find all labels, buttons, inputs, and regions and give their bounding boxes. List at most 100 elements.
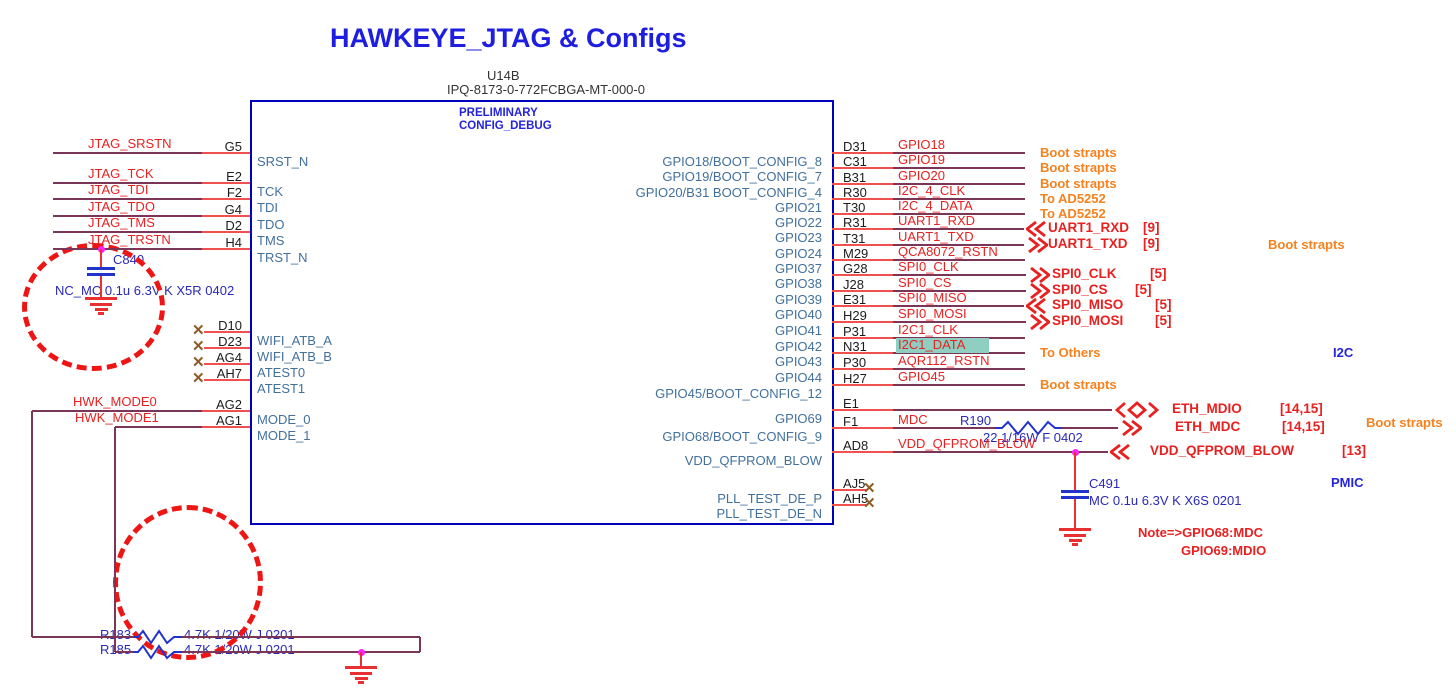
offpage-page-ref: [5] <box>1150 266 1167 281</box>
net-label: I2C_4_DATA <box>898 198 973 213</box>
capacitor-symbol <box>87 267 115 270</box>
net-label: VDD_QFPROM_BLOW <box>898 436 1036 451</box>
net-label: I2C_4_CLK <box>898 183 966 198</box>
wire <box>893 167 1025 169</box>
ground-symbol <box>85 297 117 300</box>
offpage-connector-out <box>1026 235 1050 255</box>
wire <box>893 274 1026 276</box>
pin-stub <box>832 167 893 169</box>
wire <box>893 384 1025 386</box>
review-circle-jtag <box>22 243 165 371</box>
pin-stub <box>832 384 893 386</box>
pin-stub <box>832 213 893 215</box>
wire <box>893 213 1025 215</box>
pin-stub <box>202 248 250 250</box>
pin-stub <box>832 368 893 370</box>
net-label: JTAG_TDO <box>88 199 155 214</box>
pin-number: D31 <box>843 139 867 154</box>
pin-label: GPIO38 <box>775 276 822 291</box>
net-label: SPI0_MOSI <box>898 306 967 321</box>
net-label: QCA8072_RSTN <box>898 244 998 259</box>
pin-stub <box>202 231 250 233</box>
pin-label: TRST_N <box>257 250 308 265</box>
wire <box>31 411 33 637</box>
offpage-page-ref: [5] <box>1155 297 1172 312</box>
wire <box>893 152 1025 154</box>
pin-label: TDO <box>257 217 285 232</box>
wire <box>53 231 202 233</box>
pin-stub <box>202 152 250 154</box>
no-connect-x: ✕ <box>192 370 205 387</box>
offpage-connector-in <box>1024 296 1048 316</box>
chip-stamp-config-debug: CONFIG_DEBUG <box>459 120 552 132</box>
offpage-net-name: UART1_RXD <box>1048 220 1130 235</box>
wire <box>893 290 1026 292</box>
offpage-net-name: SPI0_CLK <box>1052 266 1117 281</box>
pin-number: AG1 <box>215 413 242 428</box>
net-label: MDC <box>898 412 928 427</box>
pin-label: GPIO23 <box>775 230 822 245</box>
pin-number: AD8 <box>843 438 869 453</box>
pin-number: AH7 <box>216 366 242 381</box>
pin-stub <box>832 274 893 276</box>
net-label: SPI0_CLK <box>898 259 959 274</box>
pin-label: GPIO21 <box>775 200 822 215</box>
offpage-net-name: SPI0_CS <box>1052 282 1108 297</box>
pin-label: GPIO43 <box>775 354 822 369</box>
pin-number: C31 <box>843 154 867 169</box>
pin-label: GPIO44 <box>775 370 822 385</box>
pin-stub <box>832 504 866 506</box>
capacitor-symbol <box>1061 490 1089 493</box>
pin-label: VDD_QFPROM_BLOW <box>684 453 822 468</box>
pin-label: GPIO68/BOOT_CONFIG_9 <box>662 429 822 444</box>
wire <box>115 426 202 428</box>
pin-label: GPIO22 <box>775 215 822 230</box>
pin-number: AG4 <box>215 350 242 365</box>
chip-outline <box>250 100 834 525</box>
pin-number: J28 <box>843 277 864 292</box>
net-label: SPI0_MISO <box>898 290 967 305</box>
pin-stub <box>202 182 250 184</box>
wire <box>360 652 362 666</box>
capacitor-symbol <box>1061 496 1089 499</box>
no-connect-x: ✕ <box>192 338 205 355</box>
pin-label: GPIO20/B31 BOOT_CONFIG_4 <box>635 185 822 200</box>
wire <box>53 215 202 217</box>
pin-label: GPIO42 <box>775 339 822 354</box>
offpage-page-ref: [9] <box>1143 220 1160 235</box>
resistor-symbol <box>134 629 182 645</box>
offpage-page-ref: [5] <box>1135 282 1152 297</box>
offpage-net-name: SPI0_MISO <box>1052 297 1124 312</box>
pin-stub <box>832 352 893 354</box>
net-label: I2C1_CLK <box>898 322 958 337</box>
pin-number: H4 <box>225 235 242 250</box>
pin-number: D23 <box>218 334 242 349</box>
pin-stub <box>204 379 250 381</box>
pin-label: MODE_1 <box>257 428 311 443</box>
pin-label: WIFI_ATB_A <box>257 333 332 348</box>
pin-label: ATEST0 <box>257 365 306 380</box>
pin-number: F2 <box>226 185 242 200</box>
pin-stub <box>202 426 250 428</box>
pin-label: GPIO24 <box>775 246 822 261</box>
offpage-connector-out <box>1028 281 1052 301</box>
pin-number: H29 <box>843 308 867 323</box>
wire <box>53 198 202 200</box>
c491-refdes: C491 <box>1089 476 1121 491</box>
ground-symbol <box>1059 528 1091 531</box>
note-line-2: GPIO69:MDIO <box>1181 543 1267 558</box>
chip-part-number: IPQ-8173-0-772FCBGA-MT-000-0 <box>447 82 645 97</box>
r190-refdes: R190 <box>960 413 992 428</box>
wire <box>1074 499 1076 528</box>
pin-label: GPIO19/BOOT_CONFIG_7 <box>662 169 822 184</box>
pin-label: GPIO40 <box>775 307 822 322</box>
wire <box>893 259 1025 261</box>
wire <box>893 451 1108 453</box>
pin-stub <box>832 290 893 292</box>
pin-number: E1 <box>843 396 859 411</box>
wire <box>893 352 1025 354</box>
pin-stub <box>832 451 893 453</box>
net-label: UART1_TXD <box>898 229 974 244</box>
offpage-net-name: UART1_TXD <box>1048 236 1128 251</box>
wire <box>1062 427 1118 429</box>
